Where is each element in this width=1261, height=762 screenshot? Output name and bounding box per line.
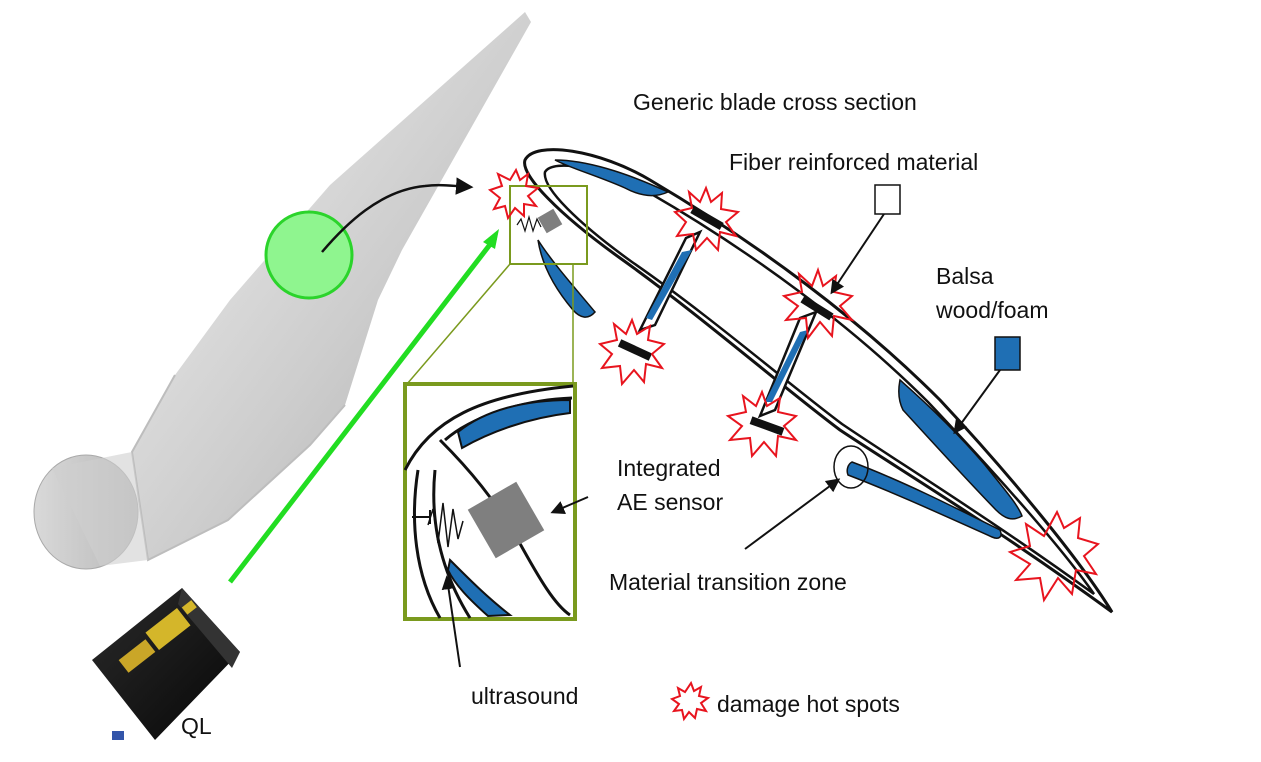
laser-beam [228, 236, 497, 584]
fiber-legend-box [874, 184, 901, 215]
damage-star-icon [725, 389, 799, 459]
damage-star-icon [597, 317, 667, 387]
hotspots-legend-label: damage hot spots [717, 691, 900, 717]
balsa-legend-box [994, 336, 1021, 371]
inspection-spot [264, 210, 354, 300]
damage-star-icon [1007, 509, 1101, 603]
transition-arrow [744, 478, 841, 550]
transition-zone-circle [833, 445, 869, 489]
balsa-label-line1: Balsa [936, 263, 994, 289]
spot-to-section-arrow [321, 177, 474, 253]
laser-beam-head [483, 229, 499, 249]
transition-label: Material transition zone [609, 569, 847, 595]
damage-star-icon [669, 680, 711, 722]
ultrasound-label: ultrasound [471, 683, 579, 709]
zoom-connector-left [406, 263, 511, 385]
fiber-label: Fiber reinforced material [729, 149, 979, 175]
sensor-label-line2: AE sensor [617, 489, 724, 515]
zoom-source-box [509, 185, 588, 265]
diagram-title: Generic blade cross section [633, 89, 917, 115]
damage-star-icon [487, 167, 541, 221]
device-label: QL [181, 713, 212, 739]
laser-device [92, 588, 240, 740]
damage-hotspots [487, 167, 1101, 603]
zoom-inset [403, 382, 577, 621]
sensor-arrow [550, 496, 589, 515]
ae-sensor [516, 208, 563, 234]
sensor-label-line1: Integrated [617, 455, 721, 481]
balsa-arrow [953, 369, 1001, 435]
damage-star-icon [672, 185, 741, 253]
ultrasound-arrow [441, 575, 461, 668]
fiber-arrow [830, 213, 885, 295]
balsa-label-line2: wood/foam [936, 297, 1049, 323]
blade-cross-section [523, 148, 1114, 614]
